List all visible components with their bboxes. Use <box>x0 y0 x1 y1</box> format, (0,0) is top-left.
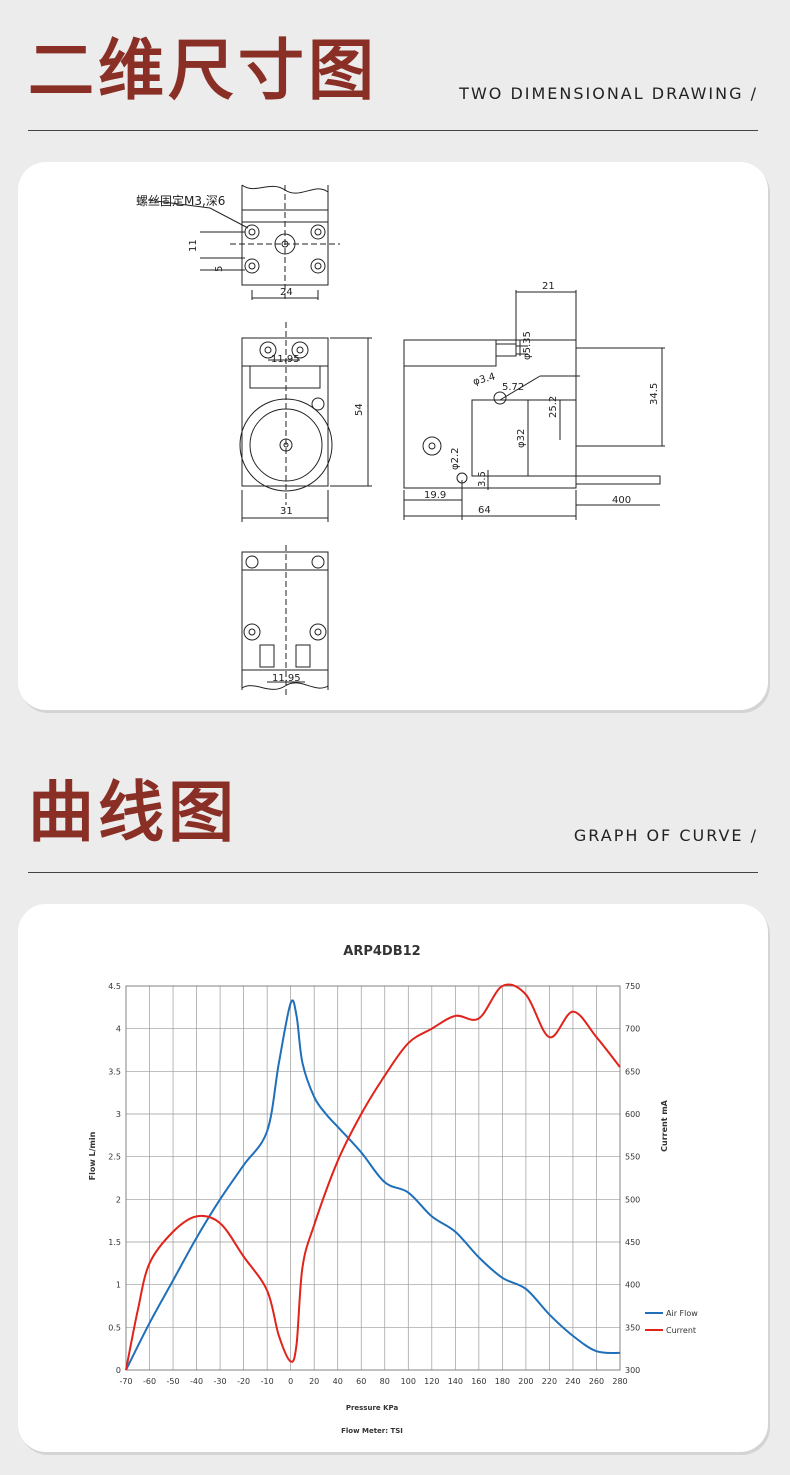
y2-axis-label: Current mA <box>660 1099 669 1152</box>
x-tick-label: -10 <box>261 1377 274 1386</box>
y-tick-label: 1.5 <box>108 1238 121 1247</box>
chart-grid <box>125 985 621 1371</box>
y-tick-label: 2.5 <box>108 1153 121 1162</box>
section-title-curve: 曲线图 <box>28 774 238 851</box>
x-tick-label: -40 <box>190 1377 203 1386</box>
y-axis-label: Flow L/min <box>88 1131 97 1180</box>
dim-5: 5 <box>214 266 225 272</box>
y-tick-label: 1 <box>116 1281 121 1290</box>
x-tick-label: -60 <box>143 1377 156 1386</box>
dim-phi5-35: φ5.35 <box>522 331 533 360</box>
dim-54: 54 <box>354 403 365 416</box>
dim-11-95-top: 11.95 <box>271 354 300 365</box>
chart-title: ARP4DB12 <box>343 944 420 959</box>
x-tick-label: -50 <box>167 1377 180 1386</box>
x-tick-label: 260 <box>589 1377 604 1386</box>
x-axis-label: Pressure KPa <box>346 1404 399 1412</box>
dim-34-5: 34.5 <box>649 383 660 405</box>
x-tick-label: -70 <box>119 1377 132 1386</box>
bottom-view <box>241 545 329 695</box>
screw-note: 螺丝固定M3,深6 <box>136 193 225 208</box>
dim-400: 400 <box>612 495 631 506</box>
plot-frame <box>125 985 621 1371</box>
dim-21: 21 <box>542 281 555 292</box>
y-tick-label: 4.5 <box>108 982 121 991</box>
x-tick-label: 0 <box>288 1377 293 1386</box>
front-view <box>239 322 372 522</box>
y2-tick-label: 600 <box>625 1110 640 1119</box>
y2-tick-label: 550 <box>625 1153 640 1162</box>
section-subtitle-curve: GRAPH OF CURVE / <box>573 826 758 845</box>
chart-footnote: Flow Meter: TSI <box>341 1427 403 1435</box>
x-tick-label: 60 <box>356 1377 366 1386</box>
legend-label: Current <box>666 1326 696 1335</box>
side-view <box>403 290 665 520</box>
x-tick-label: 20 <box>309 1377 319 1386</box>
section-title-drawing: 二维尺寸图 <box>28 32 378 109</box>
y2-tick-label: 700 <box>625 1025 640 1034</box>
dim-11-95-bottom: 11.95 <box>272 673 301 684</box>
section-subtitle-drawing: TWO DIMENSIONAL DRAWING / <box>459 84 758 103</box>
x-tick-label: 120 <box>424 1377 439 1386</box>
y-tick-label: 2 <box>116 1195 121 1204</box>
x-tick-label: 280 <box>612 1377 627 1386</box>
y2-tick-label: 650 <box>625 1067 640 1076</box>
legend-label: Air Flow <box>666 1309 698 1318</box>
series-line-air-flow <box>125 999 621 1371</box>
x-tick-label: 160 <box>471 1377 486 1386</box>
x-tick-label: -20 <box>237 1377 250 1386</box>
x-tick-label: -30 <box>214 1377 227 1386</box>
dim-19-9: 19.9 <box>424 490 446 501</box>
dim-11: 11 <box>188 239 199 252</box>
x-tick-label: 180 <box>495 1377 510 1386</box>
x-tick-label: 220 <box>542 1377 557 1386</box>
x-tick-label: 80 <box>380 1377 390 1386</box>
y-tick-label: 0 <box>116 1366 121 1375</box>
x-tick-label: 240 <box>565 1377 580 1386</box>
y-tick-label: 3.5 <box>108 1067 121 1076</box>
y2-tick-label: 750 <box>625 982 640 991</box>
x-tick-label: 140 <box>448 1377 463 1386</box>
divider <box>28 130 758 131</box>
y-tick-label: 3 <box>116 1110 121 1119</box>
y2-tick-label: 400 <box>625 1281 640 1290</box>
dim-24: 24 <box>280 287 293 298</box>
chart-series <box>125 983 621 1371</box>
dim-phi3-4: φ3.4 <box>472 371 497 387</box>
x-tick-label: 200 <box>518 1377 533 1386</box>
drawing-card: 螺丝固定M3,深6 11 5 24 11.95 54 31 11.95 21 φ… <box>18 162 768 710</box>
y-tick-label: 0.5 <box>108 1323 121 1332</box>
y2-tick-label: 300 <box>625 1366 640 1375</box>
dim-5-72: 5.72 <box>502 382 524 393</box>
dim-31: 31 <box>280 506 293 517</box>
y2-tick-label: 450 <box>625 1238 640 1247</box>
x-tick-label: 40 <box>333 1377 343 1386</box>
dim-phi32: φ32 <box>516 429 527 448</box>
dim-64: 64 <box>478 505 491 516</box>
y2-tick-label: 350 <box>625 1323 640 1332</box>
dim-phi2-2: φ2.2 <box>450 448 461 471</box>
y-tick-label: 4 <box>116 1025 121 1034</box>
divider <box>28 872 758 873</box>
dim-3-5: 3.5 <box>477 471 488 487</box>
x-tick-label: 100 <box>401 1377 416 1386</box>
series-line-current <box>125 983 621 1371</box>
top-view <box>147 184 340 300</box>
dim-25-2: 25.2 <box>548 396 559 418</box>
technical-drawing: 螺丝固定M3,深6 11 5 24 11.95 54 31 11.95 21 φ… <box>136 184 665 695</box>
y2-tick-label: 500 <box>625 1195 640 1204</box>
